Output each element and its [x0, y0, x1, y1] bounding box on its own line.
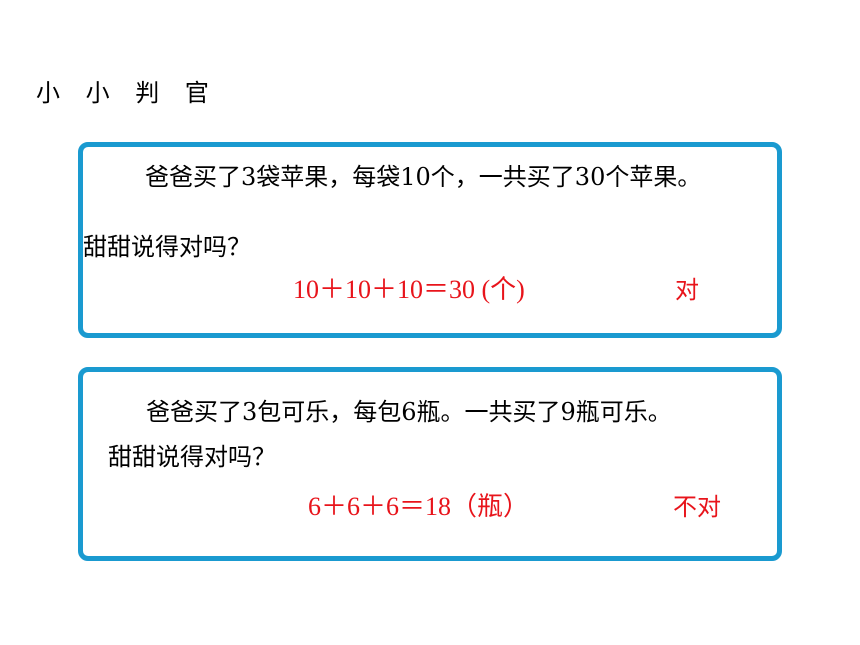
problem-question: 甜甜说得对吗？ [108, 443, 276, 471]
problem-question: 甜甜说得对吗？ [83, 233, 251, 261]
problem-statement: 爸爸买了3袋苹果，每袋10个，一共买了30个苹果。 [145, 163, 702, 191]
problem-statement: 爸爸买了3包可乐，每包6瓶。一共买了9瓶可乐。 [146, 398, 672, 426]
answer-formula: 6＋6＋6＝18（瓶） [308, 492, 530, 521]
page-title: 小 小 判 官 [36, 79, 218, 107]
problem-card-2: 爸爸买了3包可乐，每包6瓶。一共买了9瓶可乐。 甜甜说得对吗？ 6＋6＋6＝18… [78, 367, 782, 561]
answer-formula: 10＋10＋10＝30 (个) [293, 275, 525, 304]
answer-verdict: 不对 [673, 493, 721, 521]
problem-card-1: 爸爸买了3袋苹果，每袋10个，一共买了30个苹果。 甜甜说得对吗？ 10＋10＋… [78, 142, 782, 338]
answer-verdict: 对 [675, 276, 699, 304]
